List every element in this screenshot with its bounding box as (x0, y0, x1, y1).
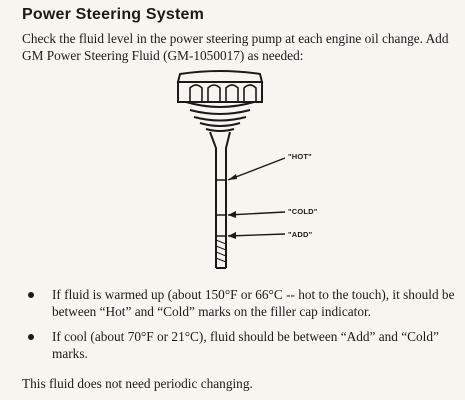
dipstick-illustration: "HOT" "COLD" "ADD" (150, 68, 370, 273)
list-item: If cool (about 70°F or 21°C), fluid shou… (22, 328, 458, 362)
hot-mark-label: "HOT" (288, 152, 312, 161)
intro-paragraph: Check the fluid level in the power steer… (22, 31, 449, 63)
bullet-text: If cool (about 70°F or 21°C), fluid shou… (52, 329, 439, 361)
bullet-text: If fluid is warmed up (about 150°F or 66… (52, 287, 455, 319)
bullet-list: If fluid is warmed up (about 150°F or 66… (22, 286, 458, 370)
footer-note: This fluid does not need periodic changi… (22, 376, 253, 391)
bullet-icon (28, 334, 34, 340)
section-heading: Power Steering System (22, 6, 205, 23)
list-item: If fluid is warmed up (about 150°F or 66… (22, 286, 458, 320)
add-mark-label: "ADD" (288, 230, 313, 239)
bullet-icon (28, 292, 34, 298)
filler-cap-dipstick-drawing (176, 70, 286, 269)
cold-mark-label: "COLD" (288, 207, 318, 216)
